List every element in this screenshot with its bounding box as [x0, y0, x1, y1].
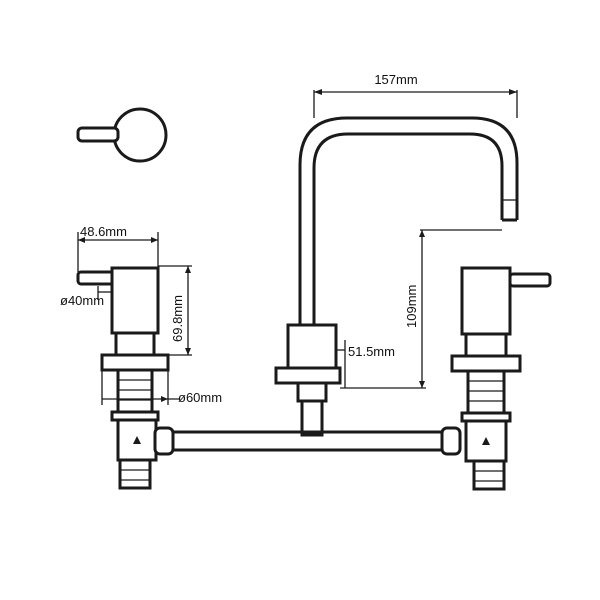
dim-60-label: ø60mm [178, 390, 222, 405]
dim-51-5-label: 51.5mm [348, 344, 395, 359]
handle-detail-view [76, 107, 168, 163]
right-pipe-connector [440, 426, 462, 456]
left-valve-neck [114, 331, 156, 357]
dim-48-6-label: 48.6mm [80, 224, 127, 239]
right-handle-body [460, 266, 512, 336]
spout-shank [300, 399, 324, 437]
left-inlet [118, 458, 152, 490]
handle-lever [76, 126, 120, 143]
right-flow-arrow [482, 437, 490, 445]
dimension-lines [77, 89, 518, 405]
right-valve-neck [464, 332, 508, 358]
right-valve [440, 266, 552, 491]
spout-body [286, 323, 338, 375]
dim-69-8-label: 69.8mm [170, 295, 185, 342]
left-valve-flange [100, 353, 170, 372]
spout [274, 116, 519, 437]
left-handle-body [110, 266, 160, 335]
dimension-labels: 157mm 48.6mm ø40mm 69.8mm ø60mm 51.5mm 1… [60, 72, 419, 405]
dim-109-label: 109mm [404, 285, 419, 328]
left-flow-arrow [133, 436, 141, 444]
dim-157-label: 157mm [374, 72, 417, 87]
spout-base-flange [274, 366, 342, 385]
right-inlet [472, 459, 506, 491]
right-valve-flange [450, 354, 522, 373]
handle-knob-circle [112, 107, 168, 163]
spout-nut [296, 381, 328, 403]
right-handle-lever [508, 272, 552, 288]
dim-40-label: ø40mm [60, 293, 104, 308]
right-valve-body [464, 419, 508, 463]
right-valve-thread [466, 369, 506, 415]
left-valve-thread [116, 368, 154, 414]
left-valve [76, 266, 175, 490]
connecting-pipe [170, 430, 445, 452]
left-pipe-connector [153, 426, 175, 456]
